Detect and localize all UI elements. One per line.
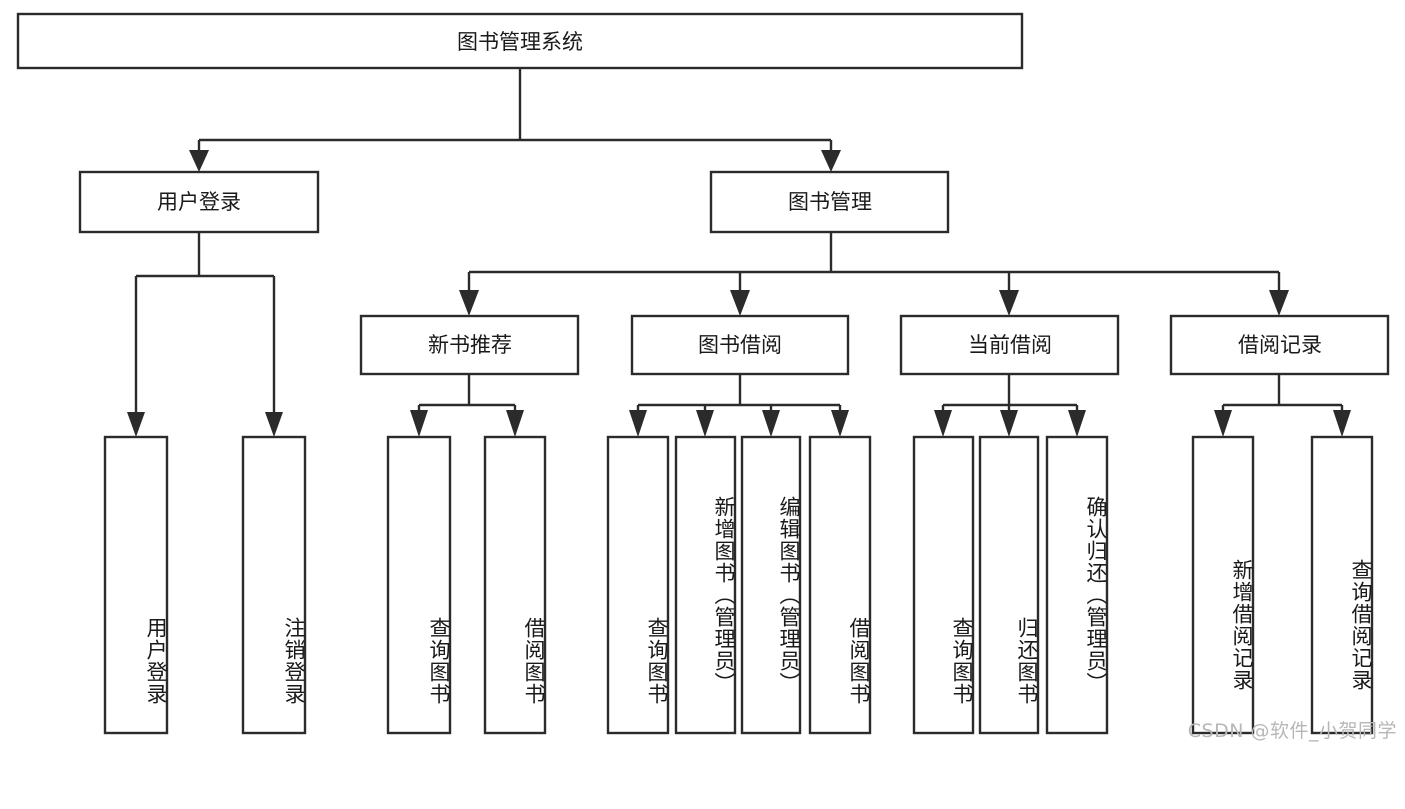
node-book-borrow-box[interactable] bbox=[630, 314, 850, 376]
watermark-text: CSDN @软件_小贺同学 bbox=[1187, 720, 1397, 742]
arrow-current-leaf-2 bbox=[1000, 410, 1018, 437]
node-root-box[interactable] bbox=[16, 12, 1024, 70]
leaf-box-borrow-book-1[interactable] bbox=[483, 435, 547, 735]
arrow-borrow-leaf-4 bbox=[831, 410, 849, 437]
node-root-label: 图书管理系统 bbox=[457, 30, 583, 54]
leaf-box-return-book[interactable] bbox=[978, 435, 1040, 735]
arrow-userlogin-leaf-1 bbox=[127, 412, 145, 437]
arrow-newbook-leaf-1 bbox=[410, 410, 428, 437]
arrow-records-leaf-2 bbox=[1333, 410, 1351, 437]
arrow-borrow-leaf-2 bbox=[696, 410, 714, 437]
arrow-bookmgmt-to-current bbox=[999, 290, 1019, 316]
node-book-management-label: 图书管理 bbox=[788, 190, 872, 214]
arrow-newbook-leaf-2 bbox=[506, 410, 524, 437]
node-book-management-box[interactable] bbox=[709, 170, 950, 234]
arrow-current-leaf-3 bbox=[1068, 410, 1086, 437]
node-new-book-recommend-box[interactable] bbox=[359, 314, 580, 376]
diagram-svg: 图书管理系统 用户登录 图书管理 新书推荐 图书借阅 当前借阅 借阅记录 bbox=[16, 12, 1390, 735]
arrow-bookmgmt-to-borrow bbox=[730, 290, 750, 316]
node-book-borrow[interactable]: 图书借阅 bbox=[630, 314, 850, 376]
leaf-box-add-record[interactable] bbox=[1191, 435, 1255, 735]
arrow-bookmgmt-to-newbook bbox=[459, 290, 479, 316]
node-borrow-records[interactable]: 借阅记录 bbox=[1169, 314, 1390, 376]
leaf-box-layer bbox=[103, 435, 1374, 735]
arrow-current-leaf-1 bbox=[934, 410, 952, 437]
node-root[interactable]: 图书管理系统 bbox=[16, 12, 1024, 70]
leaf-box-query-book-2[interactable] bbox=[606, 435, 670, 735]
connector-layer bbox=[127, 68, 1351, 437]
node-user-login-label: 用户登录 bbox=[157, 190, 241, 214]
node-current-borrow-box[interactable] bbox=[899, 314, 1120, 376]
leaf-box-query-book-3[interactable] bbox=[912, 435, 975, 735]
leaf-box-user-login[interactable] bbox=[103, 435, 169, 735]
leaf-box-logout[interactable] bbox=[241, 435, 307, 735]
leaf-box-query-record[interactable] bbox=[1310, 435, 1374, 735]
node-new-book-recommend[interactable]: 新书推荐 bbox=[359, 314, 580, 376]
node-new-book-recommend-label: 新书推荐 bbox=[428, 333, 512, 357]
node-book-borrow-label: 图书借阅 bbox=[698, 333, 782, 357]
node-borrow-records-box[interactable] bbox=[1169, 314, 1390, 376]
node-book-management[interactable]: 图书管理 bbox=[709, 170, 950, 234]
arrow-borrow-leaf-1 bbox=[629, 410, 647, 437]
leaf-box-add-book-admin[interactable] bbox=[674, 435, 737, 735]
arrow-bookmgmt-to-records bbox=[1269, 290, 1289, 316]
node-current-borrow[interactable]: 当前借阅 bbox=[899, 314, 1120, 376]
leaf-box-query-book-1[interactable] bbox=[386, 435, 452, 735]
leaf-box-borrow-book-2[interactable] bbox=[808, 435, 872, 735]
node-borrow-records-label: 借阅记录 bbox=[1238, 333, 1322, 357]
arrow-records-leaf-1 bbox=[1214, 410, 1232, 437]
node-user-login[interactable]: 用户登录 bbox=[78, 170, 320, 234]
arrow-userlogin-leaf-2 bbox=[265, 412, 283, 437]
node-user-login-box[interactable] bbox=[78, 170, 320, 234]
diagram-canvas: 图书管理系统 用户登录 图书管理 新书推荐 图书借阅 当前借阅 借阅记录 bbox=[16, 12, 1397, 742]
arrow-root-to-user-login bbox=[189, 150, 209, 172]
leaf-box-confirm-return[interactable] bbox=[1045, 435, 1109, 735]
leaf-box-edit-book-admin[interactable] bbox=[740, 435, 802, 735]
node-current-borrow-label: 当前借阅 bbox=[968, 333, 1052, 357]
arrow-borrow-leaf-3 bbox=[762, 410, 780, 437]
arrow-root-to-book-mgmt bbox=[821, 150, 841, 172]
